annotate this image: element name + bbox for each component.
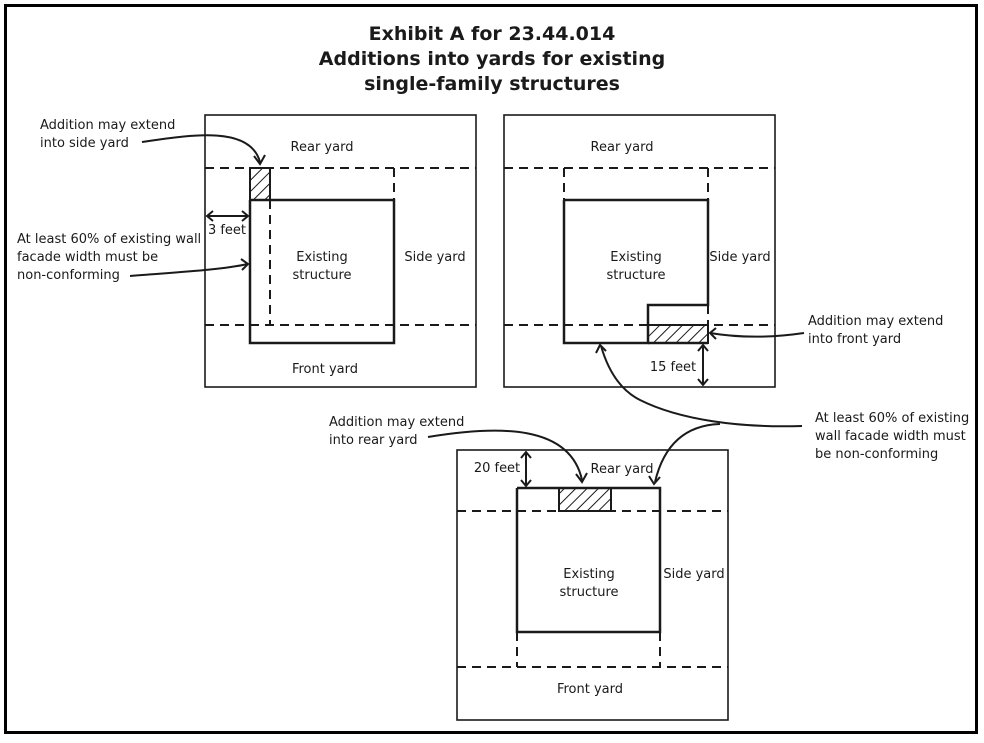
side-yard-label: Side yard — [663, 567, 724, 582]
front-yard-label: Front yard — [557, 682, 623, 697]
callout-arrow — [427, 429, 583, 481]
side-yard-label: Side yard — [404, 250, 465, 265]
shared-callout-line-1: At least 60% of existing — [815, 411, 969, 426]
arrowhead-icon — [697, 378, 709, 387]
arrowhead-icon — [240, 258, 250, 271]
arrowhead-icon — [697, 343, 709, 352]
lot-boundary — [503, 114, 776, 388]
arrowhead-icon — [595, 343, 607, 354]
callout-arrow — [141, 134, 261, 163]
title-line-3: single-family structures — [364, 73, 620, 95]
lot-boundary — [456, 449, 729, 721]
arrowhead-icon — [520, 479, 532, 488]
callout-addition-line-2: into side yard — [40, 136, 129, 151]
addition-area — [558, 487, 612, 512]
front-yard-label: Front yard — [292, 362, 358, 377]
structure-label-line-2: structure — [560, 585, 619, 600]
arrowhead-icon — [205, 210, 214, 222]
callout-arrow — [129, 263, 249, 277]
structure-label-line-2: structure — [607, 268, 666, 283]
existing-structure — [562, 198, 710, 345]
addition-area — [647, 324, 709, 344]
callout-addition-line-1: Addition may extend — [808, 314, 943, 329]
shared-callout-line-2: wall facade width must — [815, 429, 966, 444]
rear-yard-label: Rear yard — [591, 140, 654, 155]
structure-label-line-1: Existing — [563, 567, 615, 582]
title-line-2: Additions into yards for existing — [319, 48, 665, 70]
callout-addition-line-2: into front yard — [808, 332, 901, 347]
side-yard-label: Side yard — [709, 250, 770, 265]
callout-addition-line-1: Addition may extend — [329, 415, 464, 430]
existing-structure — [248, 198, 396, 345]
dimension-label: 3 feet — [208, 223, 246, 238]
dimension-label: 15 feet — [650, 360, 696, 375]
callout-wall-line-1: At least 60% of existing wall — [17, 232, 201, 247]
callout-arrow-to-diagram2 — [600, 345, 803, 428]
arrowhead-icon — [575, 472, 588, 484]
diagram-side-yard: Rear yard Side yard Front yard Existing … — [17, 114, 477, 388]
arrowhead-icon — [253, 154, 266, 166]
diagram-front-yard: Rear yard Side yard Existing structure 1… — [503, 114, 943, 388]
rear-yard-label: Rear yard — [291, 140, 354, 155]
exhibit-frame — [4, 4, 978, 734]
diagram-rear-yard: Rear yard Side yard Front yard Existing … — [329, 415, 729, 721]
callout-addition-line-1: Addition may extend — [40, 118, 175, 133]
existing-structure — [515, 486, 662, 634]
callout-addition-line-2: into rear yard — [329, 433, 418, 448]
callout-arrow-to-diagram3 — [654, 423, 721, 483]
addition-area — [249, 167, 271, 201]
shared-callout: At least 60% of existing wall facade wid… — [595, 343, 969, 486]
title-line-1: Exhibit A for 23.44.014 — [369, 23, 616, 45]
lot-boundary — [204, 114, 477, 388]
arrowhead-icon — [520, 450, 532, 459]
callout-wall-line-2: facade width must be — [17, 250, 158, 265]
callout-arrow — [709, 332, 805, 338]
rear-yard-label: Rear yard — [591, 462, 654, 477]
arrowhead-icon — [648, 475, 661, 486]
structure-label-line-1: Existing — [296, 250, 348, 265]
arrowhead-icon — [241, 210, 250, 222]
arrowhead-icon — [708, 327, 717, 340]
structure-label-line-2: structure — [293, 268, 352, 283]
dimension-label: 20 feet — [474, 461, 520, 476]
callout-wall-line-3: non-conforming — [17, 268, 120, 283]
shared-callout-line-3: be non-conforming — [815, 447, 938, 462]
structure-label-line-1: Existing — [610, 250, 662, 265]
